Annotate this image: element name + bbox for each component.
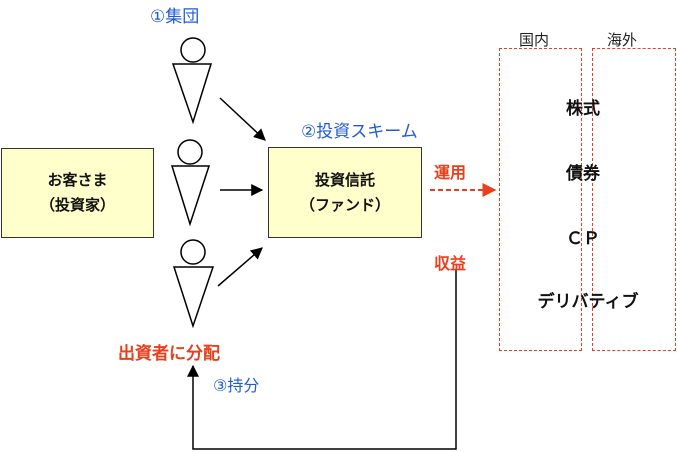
customer-label-line2: （投資家） bbox=[39, 196, 115, 214]
operate-label: 運用 bbox=[434, 163, 467, 182]
overseas-label: 海外 bbox=[607, 31, 638, 49]
customer-label-line1: お客さま bbox=[47, 171, 108, 190]
group-label: ①集団 bbox=[150, 7, 200, 27]
fund-label-line1: 投資信託 bbox=[314, 170, 375, 189]
investor-figure-3 bbox=[172, 239, 215, 329]
scheme-label: ②投資スキーム bbox=[301, 122, 418, 142]
asset-cp: ＣＰ bbox=[566, 229, 600, 249]
distribute-label: 出資者に分配 bbox=[118, 344, 220, 364]
fund-label-line2: （ファンド） bbox=[299, 195, 390, 214]
holding-label: ③持分 bbox=[213, 376, 260, 395]
domestic-label: 国内 bbox=[519, 31, 550, 49]
income-label: 収益 bbox=[434, 254, 467, 273]
invest-arrow-top bbox=[219, 97, 266, 141]
invest-arrow-bottom bbox=[217, 247, 263, 287]
asset-stocks: 株式 bbox=[566, 99, 600, 119]
investor-figure-1 bbox=[171, 37, 213, 125]
fund-box: 投資信託 （ファンド） bbox=[268, 147, 422, 238]
overseas-market-box bbox=[592, 48, 676, 351]
domestic-market-box bbox=[499, 48, 582, 351]
asset-bonds: 債券 bbox=[566, 164, 600, 184]
asset-derivatives: デリバティブ bbox=[537, 292, 639, 312]
customer-box: お客さま （投資家） bbox=[1, 148, 154, 238]
return-path bbox=[187, 270, 457, 450]
investor-figure-2 bbox=[170, 139, 211, 227]
